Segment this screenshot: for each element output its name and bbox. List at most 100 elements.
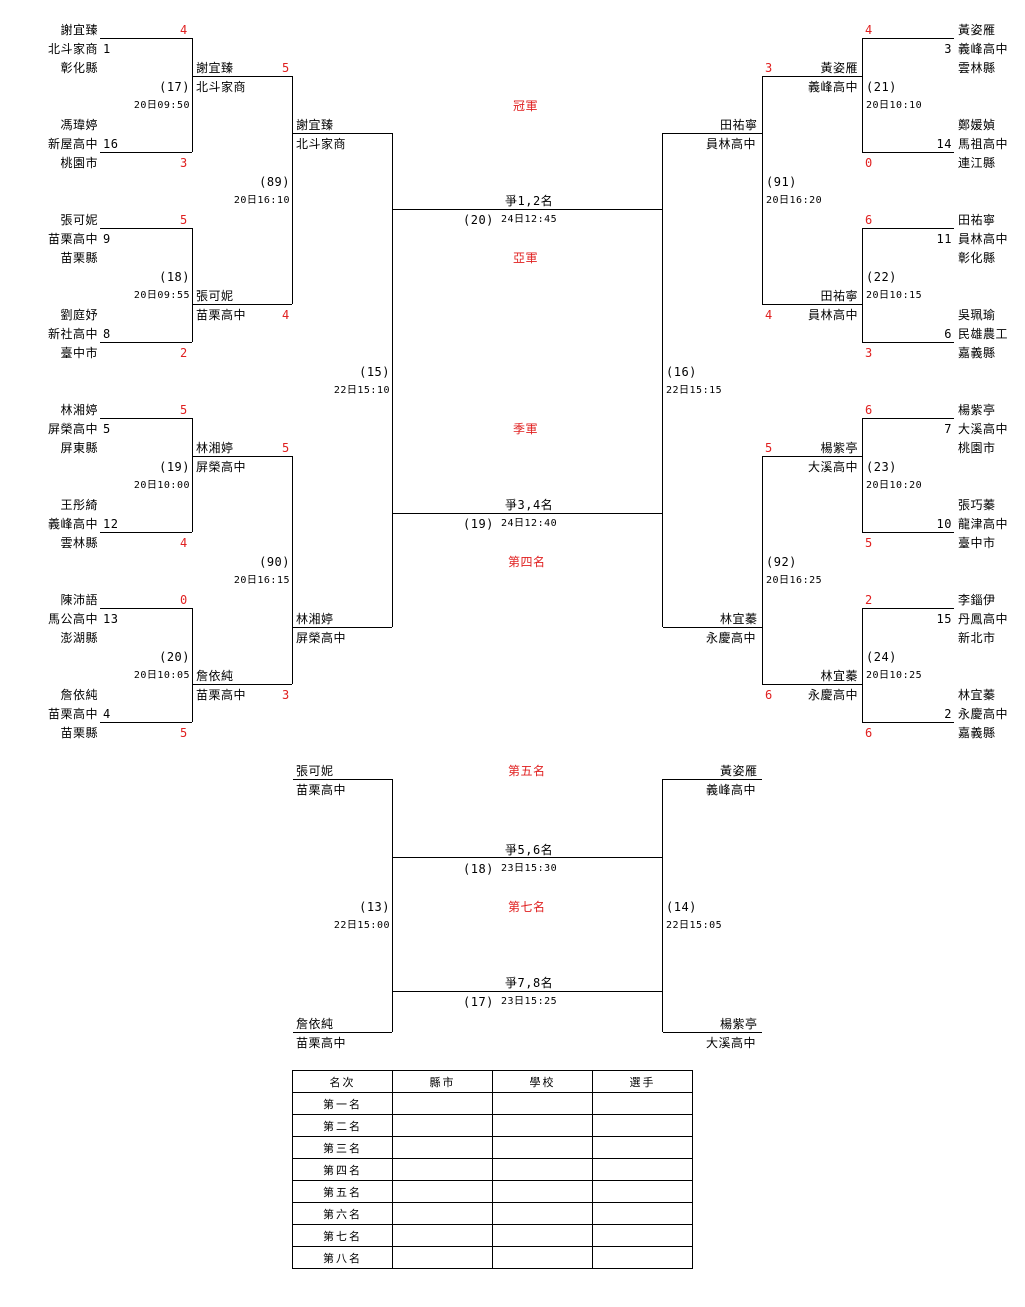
table-cell <box>592 1136 693 1159</box>
player-name: 李錙伊 <box>958 593 996 607</box>
bracket-line <box>192 228 193 342</box>
player-school: 北斗家商 <box>47 42 98 56</box>
bracket-line <box>862 38 863 152</box>
player-city: 嘉義縣 <box>958 346 996 360</box>
bracket-line <box>862 152 954 153</box>
seed-number: 2 <box>944 707 952 721</box>
bracket-line <box>762 456 763 684</box>
player-school: 苗栗高中 <box>196 308 247 322</box>
seed-number: 14 <box>936 137 952 151</box>
table-cell <box>392 1114 493 1137</box>
player-name: 謝宜臻 <box>296 118 334 132</box>
match-number: (91) <box>766 175 797 189</box>
bracket-line <box>193 76 292 77</box>
player-school: 屏榮高中 <box>196 460 247 474</box>
player-school: 永慶高中 <box>706 631 757 645</box>
player-city: 臺中市 <box>958 536 996 550</box>
match-number: (24) <box>866 650 897 664</box>
bracket-line <box>100 418 192 419</box>
bracket-line <box>293 1032 392 1033</box>
match-time: 20日10:10 <box>866 100 923 111</box>
bracket-line <box>762 76 763 304</box>
match-number: (90) <box>259 555 290 569</box>
player-school: 員林高中 <box>958 232 1009 246</box>
player-school: 苗栗高中 <box>47 232 98 246</box>
rank-label: 第二名 <box>292 1114 393 1137</box>
match-number: (14) <box>666 900 697 914</box>
bracket-line <box>662 133 663 627</box>
bracket-line <box>192 38 193 152</box>
player-name: 楊紫亭 <box>958 403 996 417</box>
bracket-line <box>392 779 393 1032</box>
player-name: 林湘婷 <box>60 403 98 417</box>
player-name: 詹依純 <box>196 669 234 683</box>
player-city: 新北市 <box>958 631 996 645</box>
seventh-place-label: 爭7,8名 <box>505 976 554 990</box>
seed-number: 12 <box>103 517 119 531</box>
player-school: 苗栗高中 <box>47 707 98 721</box>
player-school: 屏榮高中 <box>47 422 98 436</box>
score: 4 <box>180 536 188 550</box>
player-school: 馬公高中 <box>47 612 98 626</box>
table-cell <box>392 1224 493 1247</box>
player-school: 苗栗高中 <box>196 688 247 702</box>
player-school: 新社高中 <box>47 327 98 341</box>
place-third: 季軍 <box>513 422 539 436</box>
match-time: 20日10:15 <box>866 290 923 301</box>
player-name: 陳沛語 <box>60 593 98 607</box>
table-cell <box>392 1246 493 1269</box>
score: 6 <box>865 213 873 227</box>
table-cell <box>592 1114 693 1137</box>
table-cell <box>392 1158 493 1181</box>
match-time: 20日16:20 <box>766 195 823 206</box>
player-school: 苗栗高中 <box>296 783 347 797</box>
player-name: 林湘婷 <box>196 441 234 455</box>
player-school: 永慶高中 <box>958 707 1009 721</box>
match-number: (18) <box>159 270 190 284</box>
match-number: (23) <box>866 460 897 474</box>
score: 5 <box>282 61 290 75</box>
score: 5 <box>865 536 873 550</box>
table-cell <box>392 1136 493 1159</box>
table-cell <box>392 1202 493 1225</box>
score: 2 <box>865 593 873 607</box>
table-row: 第三名 <box>292 1136 693 1159</box>
player-city: 彰化縣 <box>958 251 996 265</box>
player-city: 苗栗縣 <box>60 726 98 740</box>
bracket-line <box>862 342 954 343</box>
fifth-place-label: 爭5,6名 <box>505 843 554 857</box>
table-cell <box>492 1158 593 1181</box>
player-city: 屏東縣 <box>60 441 98 455</box>
match-number: (92) <box>766 555 797 569</box>
score: 0 <box>180 593 188 607</box>
player-city: 彰化縣 <box>60 61 98 75</box>
rank-label: 第七名 <box>292 1224 393 1247</box>
player-name: 劉庭妤 <box>60 308 98 322</box>
match-time: 20日09:50 <box>133 100 190 111</box>
bracket-line <box>292 76 293 304</box>
seed-number: 5 <box>103 422 111 436</box>
bracket-line <box>393 513 563 514</box>
seed-number: 15 <box>936 612 952 626</box>
score: 2 <box>180 346 188 360</box>
bracket-line <box>862 608 863 722</box>
column-header: 選手 <box>592 1070 693 1093</box>
bracket-line <box>493 513 663 514</box>
bracket-line <box>663 779 762 780</box>
match-time: 20日09:55 <box>133 290 190 301</box>
score: 6 <box>765 688 773 702</box>
column-header: 名次 <box>292 1070 393 1093</box>
player-name: 林宜蓁 <box>720 612 758 626</box>
table-cell <box>492 1092 593 1115</box>
score: 5 <box>180 726 188 740</box>
table-cell <box>492 1224 593 1247</box>
score: 3 <box>765 61 773 75</box>
bracket-line <box>862 532 954 533</box>
player-name: 鄭媛媜 <box>958 118 996 132</box>
rank-label: 第一名 <box>292 1092 393 1115</box>
seed-number: 3 <box>944 42 952 56</box>
rank-label: 第六名 <box>292 1202 393 1225</box>
score: 5 <box>180 403 188 417</box>
bracket-line <box>100 38 192 39</box>
